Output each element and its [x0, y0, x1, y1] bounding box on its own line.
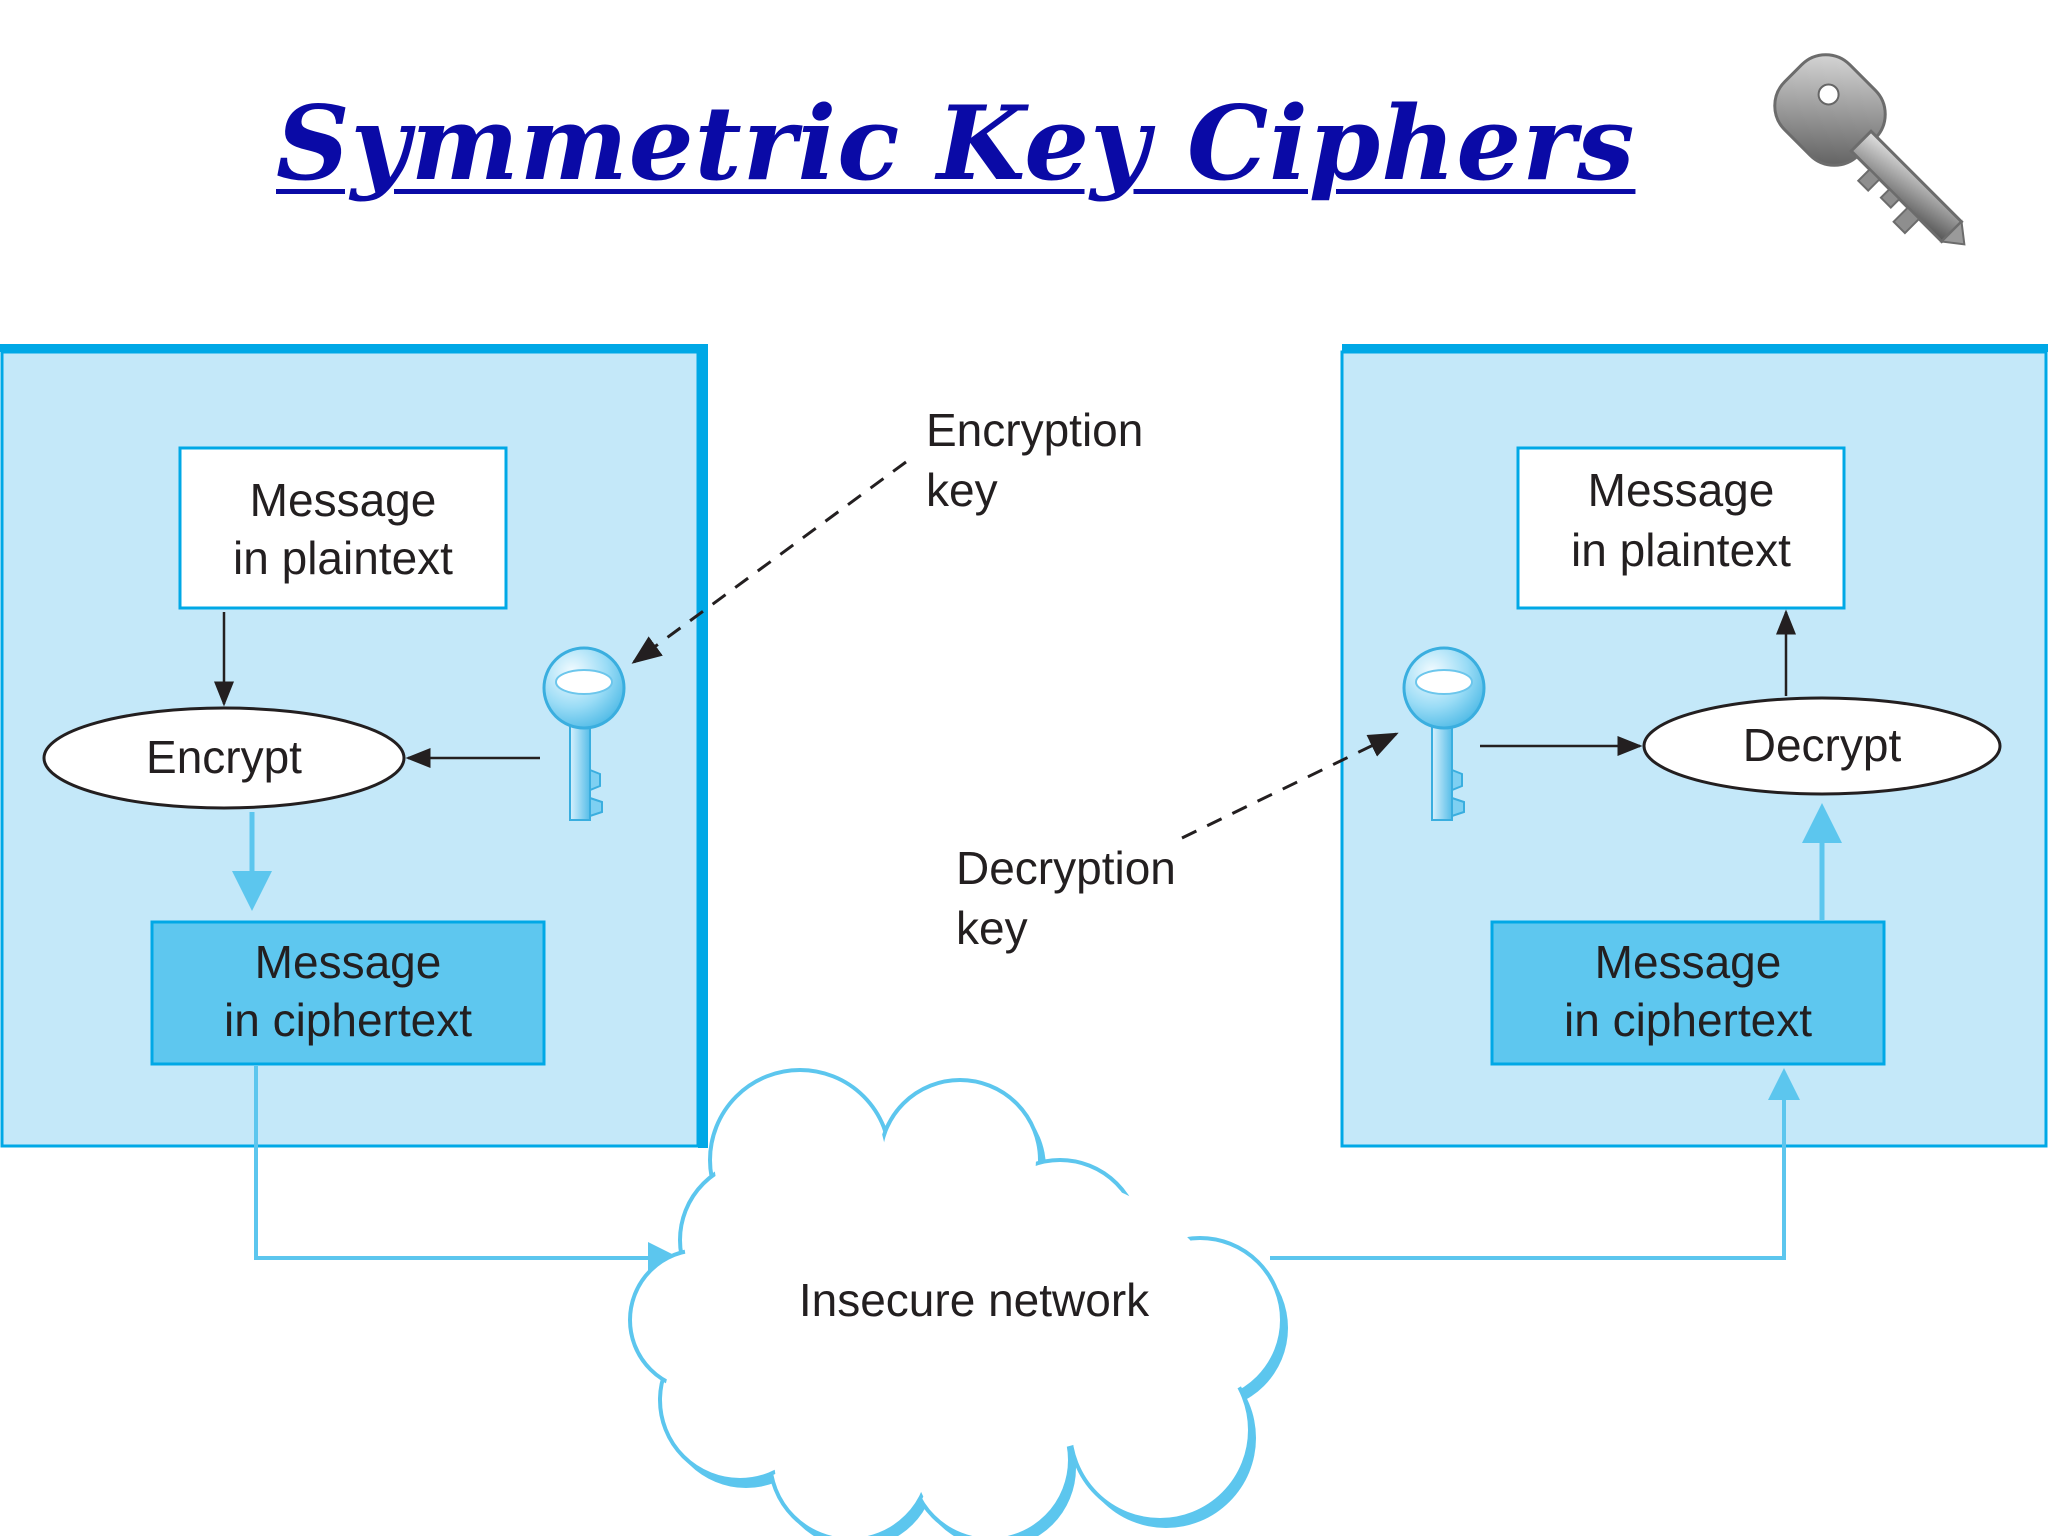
network-to-ciphertext-arrow — [1270, 1068, 1800, 1260]
receiver-plaintext-line1: Message — [1588, 464, 1775, 516]
receiver-ciphertext-line1: Message — [1595, 936, 1782, 988]
encrypt-label: Encrypt — [146, 731, 302, 783]
receiver-ciphertext-box: Message in ciphertext — [1490, 920, 1886, 1066]
sender-ciphertext-line2: in ciphertext — [224, 994, 472, 1046]
encryption-key-label: Encryption key — [926, 404, 1143, 516]
encryption-key-arrow — [631, 460, 907, 664]
receiver-plaintext-line2: in plaintext — [1571, 524, 1791, 576]
sender-ciphertext-line1: Message — [255, 936, 442, 988]
title-key-icon — [1773, 53, 1966, 246]
sender-key-icon — [542, 646, 626, 821]
sender-ciphertext-box: Message in ciphertext — [150, 920, 546, 1066]
ciphertext-to-network-arrow — [254, 1066, 680, 1274]
encrypt-operation: Encrypt — [42, 706, 406, 810]
sender-plaintext-box: Message in plaintext — [178, 446, 508, 610]
svg-text:key: key — [956, 902, 1028, 954]
cloud-icon: Insecure network — [628, 1068, 1288, 1536]
svg-text:key: key — [926, 464, 998, 516]
decryption-key-label: Decryption key — [956, 842, 1176, 954]
sender-plaintext-line1: Message — [250, 474, 437, 526]
receiver-plaintext-box: Message in plaintext — [1516, 446, 1846, 610]
svg-text:Decryption: Decryption — [956, 842, 1176, 894]
network-label: Insecure network — [799, 1274, 1150, 1326]
decryption-key-arrow — [1181, 732, 1399, 840]
receiver-ciphertext-line2: in ciphertext — [1564, 994, 1812, 1046]
receiver-key-icon — [1402, 646, 1486, 821]
decrypt-operation: Decrypt — [1642, 696, 2002, 796]
decrypt-label: Decrypt — [1743, 719, 1902, 771]
sender-plaintext-line2: in plaintext — [233, 532, 453, 584]
svg-text:Encryption: Encryption — [926, 404, 1143, 456]
slide-title: Symmetric Key Ciphers — [276, 84, 1636, 204]
